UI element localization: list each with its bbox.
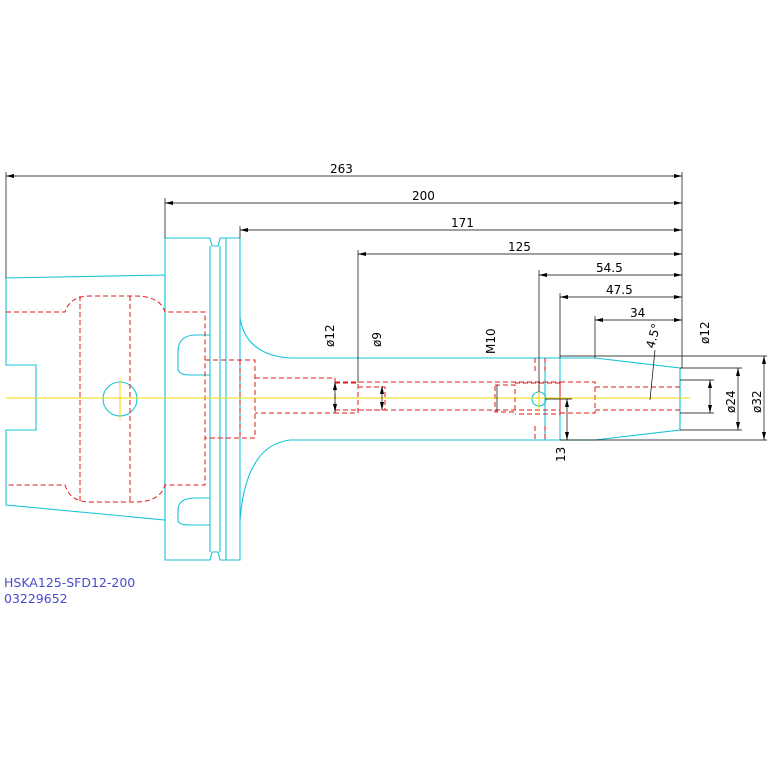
dim-d9: ø9 (370, 332, 384, 347)
clamp-bore (205, 359, 256, 439)
dim-47-5: 47.5 (606, 283, 633, 297)
dimension-lines (5, 172, 767, 441)
flange-outline (164, 237, 227, 561)
neck-fillet-top (239, 317, 291, 359)
dimension-arrows (6, 174, 766, 440)
part-number: 03229652 (4, 591, 68, 606)
bore-step (335, 382, 359, 414)
dim-d32: ø32 (750, 390, 764, 413)
cross-slot-bottom (534, 426, 546, 440)
angle-leader (649, 349, 656, 401)
hidden-lines (6, 295, 680, 503)
part-name: HSKA125-SFD12-200 (4, 575, 135, 590)
dim-d12-left: ø12 (323, 324, 337, 347)
center-lines (6, 378, 690, 420)
tool-outline (5, 237, 681, 561)
dim-200: 200 (412, 189, 435, 203)
cross-slot-top (534, 358, 546, 372)
dim-13: 13 (554, 447, 568, 462)
dim-34: 34 (630, 306, 645, 320)
thread-section (494, 384, 516, 413)
main-bore (255, 377, 336, 414)
drive-key-top (177, 334, 210, 376)
dim-m10: M10 (484, 328, 498, 354)
collar-outline (226, 237, 241, 561)
dim-263: 263 (330, 162, 353, 176)
dim-54-5: 54.5 (596, 261, 623, 275)
dim-125: 125 (508, 240, 531, 254)
dim-171: 171 (451, 216, 474, 230)
tip-bore (559, 381, 596, 414)
extension-body (290, 357, 546, 441)
neck-fillet-bottom (239, 439, 291, 521)
dim-taper-angle: 4.5° (643, 322, 663, 350)
dim-d12-right: ø12 (698, 321, 712, 344)
dim-d24: ø24 (724, 390, 738, 413)
drive-key-bottom (177, 497, 210, 526)
